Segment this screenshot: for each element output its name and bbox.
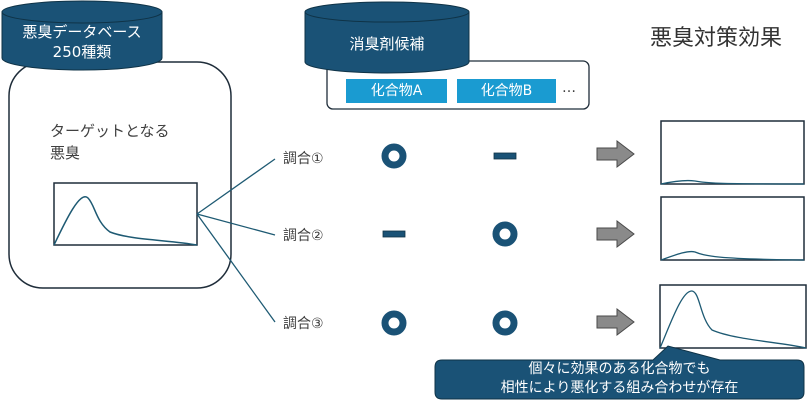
target-odor-label: ターゲットとなる 悪臭 bbox=[50, 120, 170, 164]
malodor-database-count: 250種類 bbox=[52, 43, 112, 61]
target-odor-line1: ターゲットとなる bbox=[50, 122, 170, 140]
arrow-icon-1 bbox=[596, 139, 635, 169]
effect-curve-1 bbox=[660, 179, 805, 185]
effect-curve-2 bbox=[660, 250, 805, 261]
deodorant-database-icon bbox=[304, 1, 470, 74]
formulation-label-3: 調合③ bbox=[283, 316, 324, 332]
effect-chart-2 bbox=[660, 196, 805, 261]
arrow-icon-3 bbox=[596, 307, 635, 337]
compound-chip-b: 化合物B bbox=[457, 79, 556, 103]
malodor-database-icon bbox=[1, 0, 163, 71]
effect-chart-1 bbox=[660, 120, 805, 185]
effect-chart-3 bbox=[659, 284, 807, 349]
connector-line-2 bbox=[196, 213, 276, 236]
deodorant-database-label: 消臭剤候補 bbox=[349, 35, 425, 53]
circle-mark-icon bbox=[381, 143, 407, 169]
dash-mark-icon bbox=[382, 230, 406, 238]
callout-bubble bbox=[434, 345, 805, 400]
arrow-icon-2 bbox=[596, 219, 635, 249]
callout-line2: 相性により悪化する組み合わせが存在 bbox=[500, 380, 739, 396]
compound-chip-a: 化合物A bbox=[346, 79, 447, 103]
callout-text: 個々に効果のある化合物でも 相性により悪化する組み合わせが存在 bbox=[435, 360, 804, 398]
target-odor-line2: 悪臭 bbox=[50, 144, 81, 162]
effect-title: 悪臭対策効果 bbox=[650, 26, 783, 51]
connector-line-3 bbox=[196, 213, 276, 323]
malodor-database-title: 悪臭データベース bbox=[22, 23, 142, 41]
circle-mark-icon bbox=[381, 310, 407, 336]
effect-curve-3 bbox=[659, 290, 807, 349]
compound-more-ellipsis: … bbox=[562, 80, 576, 96]
target-odor-curve bbox=[53, 195, 198, 246]
formulation-label-1: 調合① bbox=[283, 151, 324, 167]
connector-line-1 bbox=[196, 158, 276, 215]
circle-mark-icon bbox=[492, 310, 518, 336]
circle-mark-icon bbox=[492, 221, 518, 247]
formulation-label-2: 調合② bbox=[283, 228, 324, 244]
target-odor-chart bbox=[53, 182, 198, 246]
dash-mark-icon bbox=[493, 152, 517, 160]
malodor-database-label: 悪臭データベース 250種類 bbox=[2, 22, 162, 62]
callout-line1: 個々に効果のある化合物でも bbox=[528, 361, 711, 377]
target-container bbox=[8, 61, 232, 289]
